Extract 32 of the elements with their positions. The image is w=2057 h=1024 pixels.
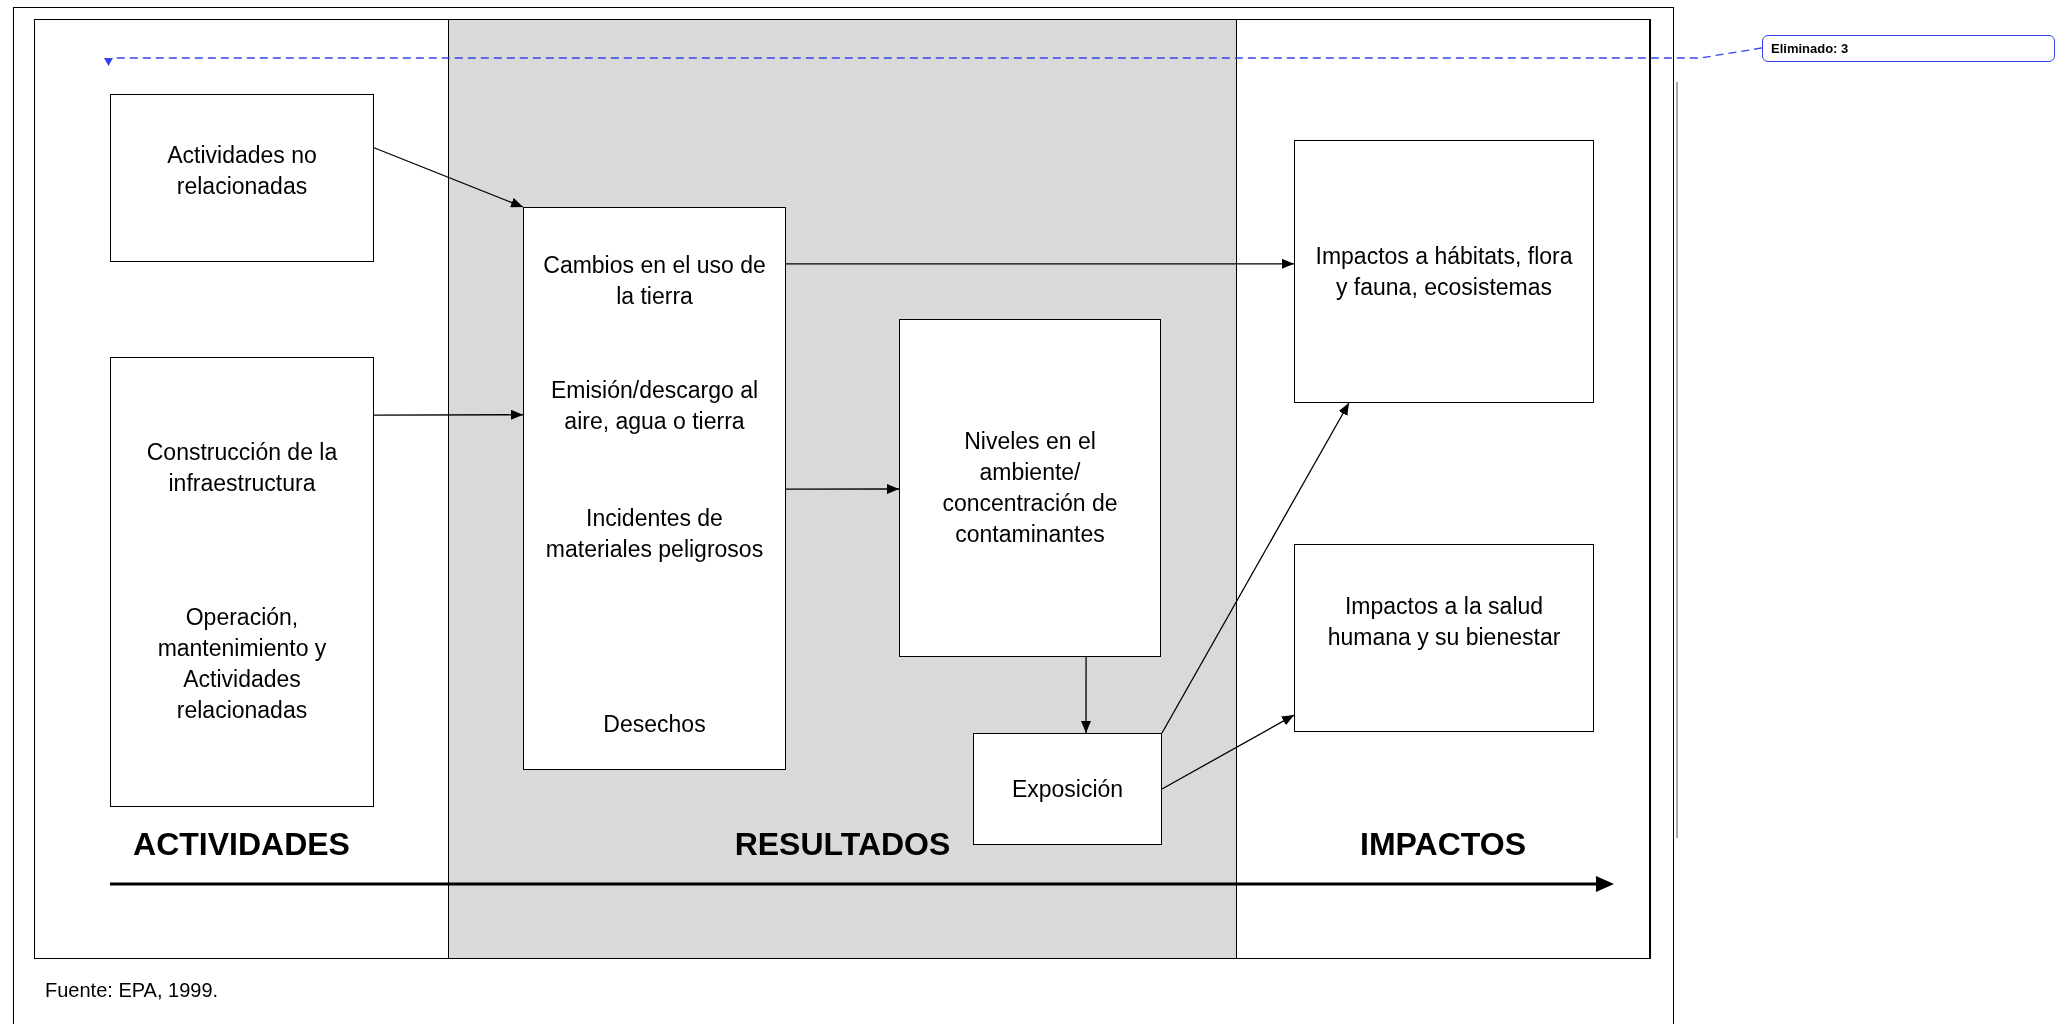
comment-balloon: Eliminado: 3 xyxy=(1762,35,2055,62)
arrow xyxy=(785,484,900,494)
process-box xyxy=(110,94,374,262)
arrow xyxy=(1161,714,1295,790)
column-heading: ACTIVIDADES xyxy=(132,828,351,860)
box-text: Niveles en el ambiente/ concentración de contaminantes xyxy=(941,427,1119,549)
process-box xyxy=(899,319,1161,657)
column-heading: IMPACTOS xyxy=(1359,828,1527,860)
arrow xyxy=(785,258,1295,269)
anchor-marker xyxy=(104,58,113,66)
caption: Fuente: EPA, 1999. xyxy=(45,978,219,1003)
column-band xyxy=(449,20,1237,958)
box-text: Incidentes de materiales peligrosos xyxy=(544,504,765,564)
process-box xyxy=(973,733,1162,845)
box-text: Desechos xyxy=(602,710,707,739)
process-box xyxy=(523,207,786,770)
box-text: Impactos a hábitats, flora y fauna, ecosistemas xyxy=(1315,241,1573,302)
box-text: Cambios en el uso de la tierra xyxy=(542,251,767,311)
impact-box xyxy=(1294,140,1594,403)
box-text: Impactos a la salud humana y su bienestar xyxy=(1326,592,1562,652)
box-text: Operación, mantenimiento y Actividades relacionadas xyxy=(156,603,328,725)
box-text: Construcción de la infraestructura xyxy=(145,438,339,498)
impact-box xyxy=(1294,544,1594,732)
box-text: Exposición xyxy=(1011,774,1124,804)
arrow xyxy=(373,409,524,420)
box-text: Emisión/descargo al aire, agua o tierra xyxy=(549,376,760,436)
column-heading: RESULTADOS xyxy=(733,828,952,860)
arrow xyxy=(1081,656,1092,734)
arrow xyxy=(1161,402,1350,734)
box-text: Actividades no relacionadas xyxy=(166,141,318,201)
arrow xyxy=(373,147,524,208)
process-box xyxy=(110,357,374,807)
